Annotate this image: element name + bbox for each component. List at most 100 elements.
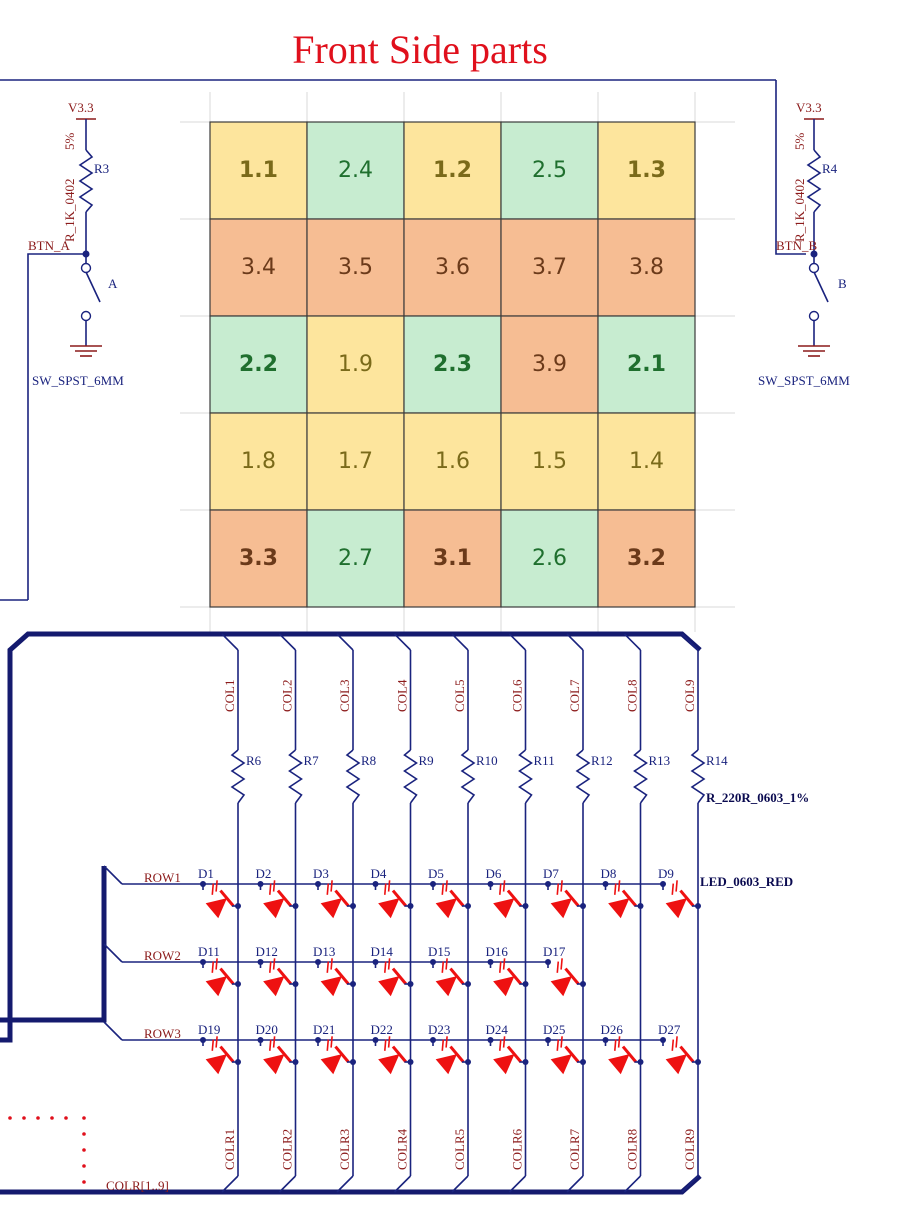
grid-cell: [597, 218, 696, 317]
grid-cell-label: 1.4: [629, 449, 664, 474]
led-arrow: [272, 958, 276, 970]
led-ref: D13: [313, 944, 335, 959]
led-arrow: [671, 883, 675, 895]
column-return-label: COLR4: [395, 1128, 410, 1170]
led-ref: D19: [198, 1022, 220, 1037]
switch-a-contact: [80, 310, 92, 322]
bus-dot: [22, 1116, 26, 1120]
led-arrow: [326, 883, 330, 895]
column-resistor: [633, 749, 648, 804]
led-symbol: [378, 1036, 407, 1075]
led-arrow: [498, 1039, 502, 1051]
grid-cell-label: 3.1: [433, 546, 472, 571]
switch-b-tolerance: 5%: [792, 133, 807, 151]
bus-dot: [82, 1148, 86, 1152]
led-bar: [334, 1045, 350, 1063]
led-arrow: [445, 958, 448, 970]
led-triangle: [320, 898, 342, 919]
btn-a-net-wire: [27, 253, 86, 600]
led-ref: D24: [486, 1022, 509, 1037]
column-resistor-ref: R6: [246, 753, 262, 768]
led-symbol: [435, 880, 465, 919]
led-bar: [621, 1045, 637, 1063]
grid-cell-label: 3.8: [629, 255, 664, 280]
column-label: COL5: [452, 680, 467, 713]
switch-a-contact: [80, 262, 92, 274]
bus-entry: [623, 633, 642, 651]
junction-dot: [292, 981, 299, 987]
led-arrow: [560, 958, 563, 970]
grid-cell: [403, 121, 502, 220]
led-triangle: [320, 1054, 342, 1075]
led-ref: D26: [601, 1022, 624, 1037]
switch-b-contact: [808, 310, 820, 322]
bus-dotted-line: [8, 1116, 86, 1184]
column-resistor: [403, 749, 418, 804]
led-arrow: [560, 880, 563, 892]
led-ref: D7: [543, 866, 559, 881]
led-arrow: [383, 1039, 387, 1051]
grid-cell: [306, 315, 405, 414]
led-arrow: [215, 958, 218, 970]
led-arrow: [671, 1039, 675, 1051]
led-symbol: [550, 880, 580, 919]
page-title: Front Side parts: [292, 27, 548, 72]
led-bar: [391, 1045, 407, 1063]
led-bar: [621, 889, 637, 907]
switch-a-part: SW_SPST_6MM: [32, 373, 124, 388]
column-label: COL4: [395, 679, 410, 712]
column-label: COL8: [625, 680, 640, 713]
switch-b-part: SW_SPST_6MM: [758, 373, 850, 388]
column-label: COL6: [510, 679, 525, 712]
led-bar: [276, 967, 292, 985]
switch-a-resistor-value: R_1K_0402: [62, 178, 77, 242]
led-arrow: [498, 961, 502, 973]
row-bus-entry: [103, 865, 123, 885]
led-symbol: [263, 958, 292, 997]
led-triangle: [493, 976, 515, 997]
junction-dot: [407, 981, 414, 987]
led-arrow: [441, 1039, 445, 1051]
switch-b-power: V3.3: [796, 100, 822, 115]
grid-cell: [209, 121, 308, 220]
led-arrow: [617, 1036, 621, 1048]
led-symbol: [435, 958, 465, 997]
grid-cell-label: 3.2: [627, 546, 666, 571]
led-arrow: [441, 883, 445, 895]
led-triangle: [550, 976, 572, 997]
led-bar: [219, 889, 235, 907]
switch-a-net: BTN_A: [28, 238, 71, 253]
led-arrow: [613, 883, 617, 895]
led-triangle: [493, 1054, 515, 1075]
led-arrow: [502, 958, 506, 970]
led-symbol: [608, 1036, 637, 1075]
bus-entry: [566, 633, 584, 651]
led-arrow: [387, 880, 391, 892]
column-return-label: COLR3: [337, 1129, 352, 1170]
resistor-r3: [78, 149, 94, 213]
led-bar: [506, 889, 522, 907]
led-bar: [449, 1045, 465, 1063]
led-bar: [219, 967, 235, 985]
led-arrow: [445, 1036, 448, 1048]
switch-b-pin: B: [838, 276, 847, 291]
column-return-label: COLR1: [222, 1129, 237, 1170]
grid-cell-label: 2.7: [338, 546, 373, 571]
led-triangle: [435, 898, 457, 919]
junction-dot: [407, 1059, 414, 1065]
led-bar: [334, 967, 350, 985]
led-triangle: [665, 898, 687, 919]
led-arrow: [215, 880, 218, 892]
led-bar: [564, 967, 580, 985]
led-triangle: [263, 1054, 285, 1075]
grid-cell-label: 2.6: [532, 546, 567, 571]
btn-b-feed-wire: [775, 80, 806, 255]
grid-cell-label: 1.2: [433, 158, 472, 183]
switch-b-lever: [813, 271, 829, 303]
led-arrow: [268, 961, 272, 973]
led-ref: D4: [371, 866, 387, 881]
grid-cell-label: 2.3: [433, 352, 472, 377]
junction-dot: [522, 1059, 529, 1065]
bus-entry: [278, 633, 297, 651]
